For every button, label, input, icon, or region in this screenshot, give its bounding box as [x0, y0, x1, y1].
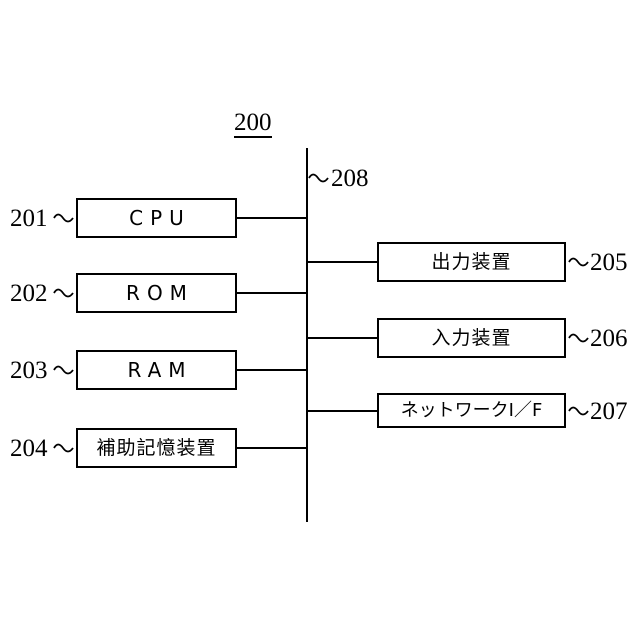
node-input-device: 入力装置 [377, 318, 566, 358]
reference-206: 206 [590, 325, 628, 352]
reference-203: 203 [10, 357, 48, 384]
node-cpu-label: CPU [129, 206, 191, 230]
lead-tilde-206-icon [568, 333, 589, 343]
wire-rom-to-bus [237, 292, 307, 294]
wire-auxiliary-storage-to-bus [237, 447, 307, 449]
node-ram: RAM [76, 350, 237, 390]
reference-207: 207 [590, 398, 628, 425]
reference-201: 201 [10, 205, 48, 232]
node-rom-label: ROM [126, 281, 194, 305]
wire-ram-to-bus [237, 369, 307, 371]
node-network-interface-label: ネットワークI／F [400, 399, 543, 421]
lead-tilde-207-icon [568, 406, 589, 416]
lead-tilde-201-icon [53, 213, 74, 223]
lead-tilde-203-icon [53, 365, 74, 375]
reference-202: 202 [10, 280, 48, 307]
lead-tilde-204-icon [53, 443, 74, 453]
node-ram-label: RAM [127, 358, 193, 382]
wire-bus-to-output-device [307, 261, 377, 263]
node-auxiliary-storage-label: 補助記憶装置 [96, 436, 217, 459]
node-auxiliary-storage: 補助記憶装置 [76, 428, 237, 468]
wire-cpu-to-bus [237, 217, 307, 219]
lead-tilde-205-icon [568, 257, 589, 267]
reference-204: 204 [10, 435, 48, 462]
node-output-device-label: 出力装置 [431, 250, 512, 273]
reference-208: 208 [331, 165, 369, 192]
node-input-device-label: 入力装置 [431, 326, 512, 349]
node-network-interface: ネットワークI／F [377, 393, 566, 428]
figure-reference-200: 200 [234, 109, 272, 138]
wire-bus-to-network-interface [307, 410, 377, 412]
node-output-device: 出力装置 [377, 242, 566, 282]
system-bus-line [306, 148, 308, 522]
node-rom: ROM [76, 273, 237, 313]
lead-tilde-202-icon [53, 288, 74, 298]
node-cpu: CPU [76, 198, 237, 238]
wire-bus-to-input-device [307, 337, 377, 339]
reference-205: 205 [590, 249, 628, 276]
lead-tilde-208-icon [308, 173, 329, 183]
